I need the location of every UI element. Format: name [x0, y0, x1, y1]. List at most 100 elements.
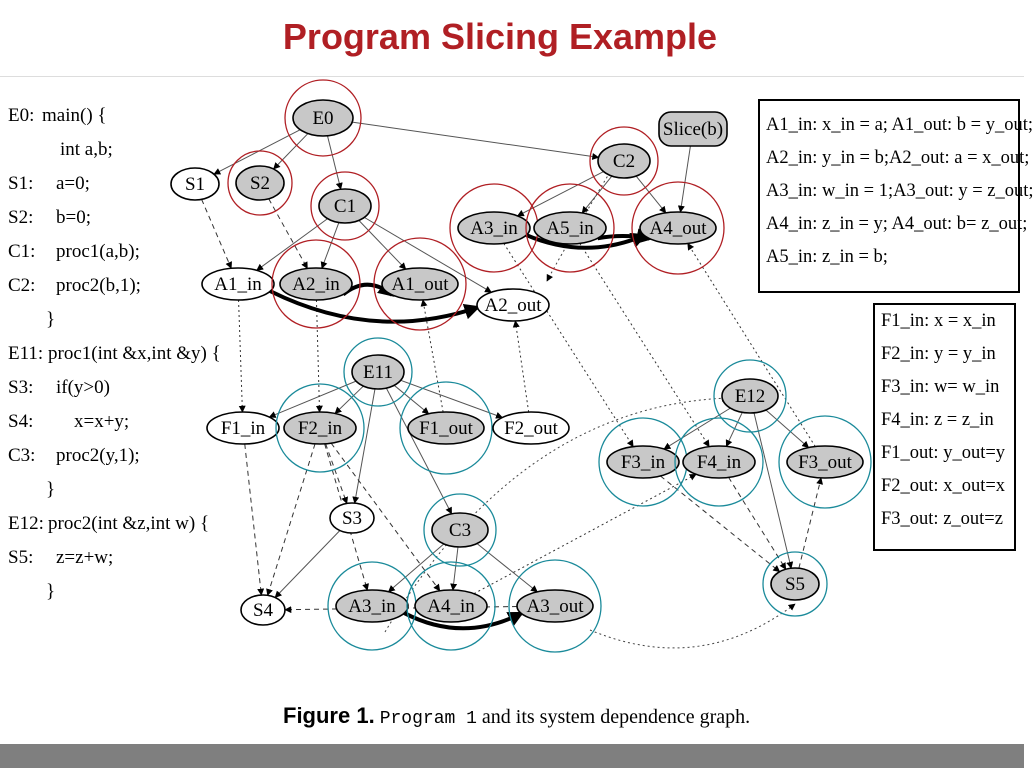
- node-shape: [351, 354, 405, 390]
- edge-C3-A3_out: [476, 543, 538, 593]
- edge-C3-A3_in_bot: [387, 543, 445, 593]
- edge-C3-A4_in: [450, 546, 459, 591]
- node-shape: [492, 411, 570, 445]
- highlight-ring: [284, 79, 362, 157]
- summary-edge-A3_in_bot-A3_out: [403, 611, 525, 631]
- edge-F2_in-A4_in: [330, 442, 441, 592]
- edge-E11-F1_out: [393, 384, 430, 415]
- highlight-ring: [778, 415, 872, 509]
- highlight-ring: [674, 417, 764, 507]
- edge-S2-A2_in: [268, 198, 308, 270]
- edge-E11-C3: [385, 387, 453, 515]
- code-text: a=0;: [56, 173, 90, 194]
- node-c3: C3: [423, 493, 497, 567]
- code-text: }: [46, 309, 56, 330]
- edge-A3_out-S5-dotted: [589, 603, 796, 649]
- node-shape: [283, 411, 357, 445]
- highlight-ring: [631, 181, 725, 275]
- code-label: C3:: [8, 445, 36, 466]
- edge-S5-F3_out: [798, 477, 823, 569]
- edge-E12-F4_in: [725, 412, 743, 447]
- node-f2-out: F2_out: [492, 411, 570, 445]
- binding-line: A2_in: y_in = b;A2_out: a = x_out;: [766, 148, 1030, 168]
- node-shape: [414, 589, 488, 623]
- binding-line: A1_in: x_in = a; A1_out: b = y_out;: [766, 115, 1034, 135]
- highlight-ring: [406, 561, 496, 651]
- code-label: E12:: [8, 513, 44, 534]
- binding-box-formal: F1_in: x = x_in F2_in: y = y_in F3_in: w…: [873, 303, 1016, 551]
- node-label: S5: [785, 574, 805, 595]
- edge-A3_in_top-F3_in: [503, 243, 634, 448]
- node-shape: [786, 445, 864, 479]
- node-label: Slice(b): [663, 119, 723, 140]
- node-label: C2: [613, 151, 635, 172]
- node-label: F3_out: [798, 452, 853, 473]
- edge-E0-C1: [326, 135, 343, 190]
- node-label: E11: [363, 362, 393, 383]
- node-a3-out: A3_out: [508, 559, 602, 653]
- node-shape: [597, 143, 651, 179]
- node-shape: [170, 167, 220, 201]
- highlight-ring: [713, 359, 787, 433]
- summary-edge-A5_in-A4_out: [597, 228, 653, 244]
- node-s4: S4: [240, 594, 286, 626]
- edge-A1_in-F1_in: [238, 299, 246, 413]
- edge-A4_in-F4_in: [473, 473, 697, 595]
- node-shape: [329, 502, 375, 534]
- edge-E12-F3_in: [663, 407, 731, 450]
- code-label: S4:: [8, 411, 34, 432]
- node-shape: [279, 267, 353, 301]
- bottom-bar: [0, 744, 1024, 768]
- node-a3-in-top: A3_in: [449, 183, 539, 273]
- node-label: F3_in: [621, 452, 666, 473]
- node-label: C1: [334, 196, 356, 217]
- node-shape: [770, 567, 820, 601]
- edge-F4_in-S5: [728, 477, 787, 570]
- node-shape: [292, 99, 354, 137]
- node-shape: [240, 594, 286, 626]
- node-shape: [407, 411, 485, 445]
- edge-F1_out-A1_out: [420, 299, 444, 413]
- binding-line: F3_in: w= w_in: [881, 377, 1000, 397]
- code-text: proc2(int &z,int w) {: [48, 513, 210, 534]
- code-label: S3:: [8, 377, 34, 398]
- node-label: F1_in: [221, 418, 266, 439]
- code-label: E0:: [8, 105, 35, 126]
- edge-E0-S2: [273, 133, 309, 170]
- node-label: S2: [250, 173, 270, 194]
- highlight-ring: [271, 239, 361, 329]
- node-f1-in: F1_in: [206, 411, 280, 445]
- edge-F2_in-S4: [266, 443, 316, 596]
- binding-line: A4_in: z_in = y; A4_out: b= z_out;: [766, 214, 1028, 234]
- edge-S3-S4: [274, 530, 341, 598]
- highlight-ring: [762, 551, 828, 617]
- edge-E11-F2_in: [334, 385, 364, 414]
- node-label: E0: [312, 108, 333, 129]
- code-label: S1:: [8, 173, 34, 194]
- binding-line: A3_in: w_in = 1;A3_out: y = z_out;: [766, 181, 1034, 201]
- node-f1-out: F1_out: [399, 381, 493, 475]
- highlight-ring: [373, 237, 467, 331]
- edge-C1-A2_out: [364, 216, 492, 293]
- edge-F3_out-A4_out: [687, 242, 816, 447]
- node-label: A5_in: [546, 218, 594, 239]
- highlight-ring: [399, 381, 493, 475]
- code-text: proc2(y,1);: [56, 445, 140, 466]
- node-label: F2_out: [504, 418, 559, 439]
- edge-A5_in-F4_in: [579, 243, 710, 448]
- code-text: x=x+y;: [74, 411, 130, 432]
- node-shape: [639, 211, 717, 245]
- node-shape: [533, 211, 607, 245]
- edge-C1-A2_in: [320, 222, 340, 269]
- binding-line: F3_out: z_out=z: [881, 509, 1003, 529]
- edge-C1-A1_in: [256, 218, 328, 271]
- code-text: z=z+w;: [56, 547, 114, 568]
- node-a1-in: A1_in: [201, 267, 275, 301]
- edge-F2_out-A2_out: [512, 320, 530, 413]
- node-a2-in: A2_in: [271, 239, 361, 329]
- summary-edge-A1_in-A2_out: [269, 289, 481, 324]
- code-label: E11:: [8, 343, 44, 364]
- edge-E11-F2_out: [400, 379, 503, 419]
- binding-line: F4_in: z = z_in: [881, 410, 994, 430]
- node-label: A2_out: [485, 295, 543, 316]
